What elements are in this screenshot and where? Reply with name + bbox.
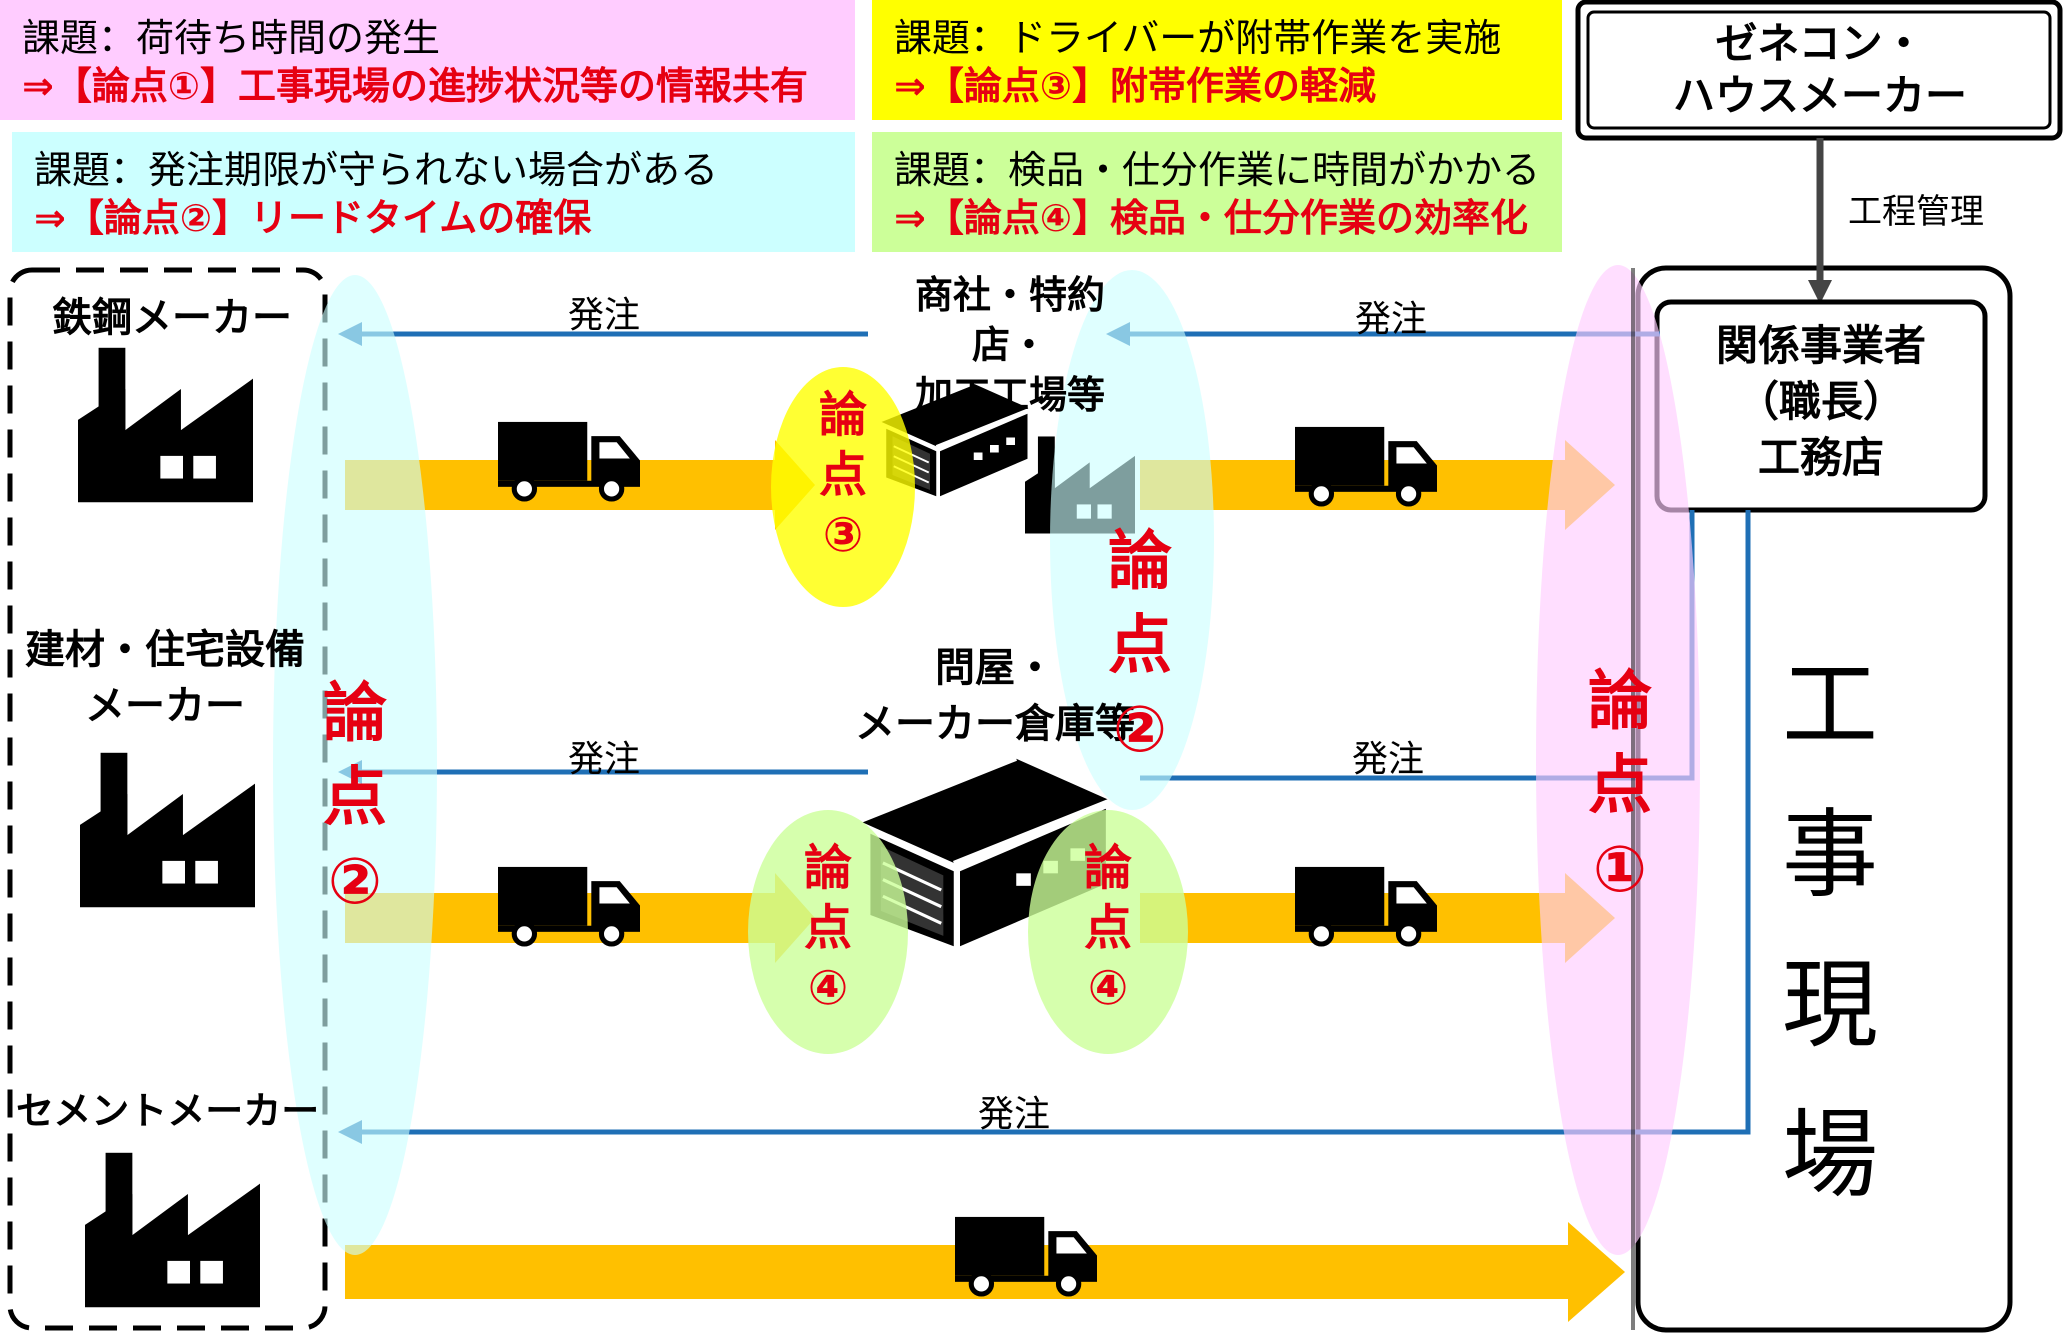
steel-manufacturer-label: 鉄鋼メーカー (52, 295, 292, 341)
related-business-label: 関係事業者 （職長） 工務店 (1715, 321, 1926, 482)
ellipse-point-2-left (273, 275, 437, 1255)
general-contractor-label: ゼネコン・ ハウスメーカー (1672, 19, 1967, 120)
issue-box-2: 課題：発注期限が守られない場合がある ⇒【論点②】リードタイムの確保 (12, 132, 855, 252)
order-label-3: 発注 (568, 739, 641, 780)
point-3-label: 論 点 ③ (818, 387, 867, 563)
issue-4-text: 課題：検品・仕分作業に時間がかかる (894, 148, 1541, 192)
issue-box-1: 課題：荷待ち時間の発生 ⇒【論点①】工事現場の進捗状況等の情報共有 (0, 0, 855, 120)
point-1-label: 論 点 ① (1588, 665, 1652, 907)
point-4-left-label: 論 点 ④ (803, 840, 852, 1016)
ellipse-point-1 (1536, 265, 1700, 1255)
order-label-4: 発注 (1352, 739, 1425, 780)
ellipse-point-3 (771, 367, 915, 607)
ellipse-point-4-left (748, 810, 908, 1054)
wholesaler-label: 問屋・ メーカー倉庫等 (855, 645, 1135, 747)
ellipse-point-2-mid (1050, 270, 1214, 810)
issue-4-point: ⇒【論点④】検品・仕分作業の効率化 (894, 196, 1529, 240)
order-label-1: 発注 (568, 295, 641, 336)
process-management-label: 工程管理 (1848, 192, 1984, 232)
issue-3-point: ⇒【論点③】附帯作業の軽減 (894, 64, 1377, 108)
issue-box-3: 課題：ドライバーが附帯作業を実施 ⇒【論点③】附帯作業の軽減 (872, 0, 1562, 120)
ellipse-point-4-right (1028, 810, 1188, 1054)
order-label-5: 発注 (978, 1094, 1051, 1135)
issue-1-point: ⇒【論点①】工事現場の進捗状況等の情報共有 (22, 64, 809, 108)
building-manufacturer-label: 建材・住宅設備 メーカー (25, 627, 305, 729)
order-label-2: 発注 (1355, 299, 1428, 340)
point-2-left-label: 論 点 ② (323, 677, 387, 919)
point-4-right-label: 論 点 ④ (1083, 840, 1132, 1016)
issue-3-text: 課題：ドライバーが附帯作業を実施 (894, 16, 1502, 60)
point-2-mid-label: 論 点 ② (1108, 525, 1172, 767)
construction-site-label: 工 事 現 場 (1782, 649, 1878, 1211)
issue-box-4: 課題：検品・仕分作業に時間がかかる ⇒【論点④】検品・仕分作業の効率化 (872, 132, 1562, 252)
issue-1-text: 課題：荷待ち時間の発生 (22, 16, 441, 60)
issue-2-text: 課題：発注期限が守られない場合がある (34, 148, 719, 192)
cement-manufacturer-label: セメントメーカー (16, 1089, 320, 1133)
issue-2-point: ⇒【論点②】リードタイムの確保 (34, 196, 592, 240)
trading-company-label: 商社・特約店・ 加工工場等 (914, 273, 1105, 417)
contractor-box-inner (1586, 10, 2052, 130)
